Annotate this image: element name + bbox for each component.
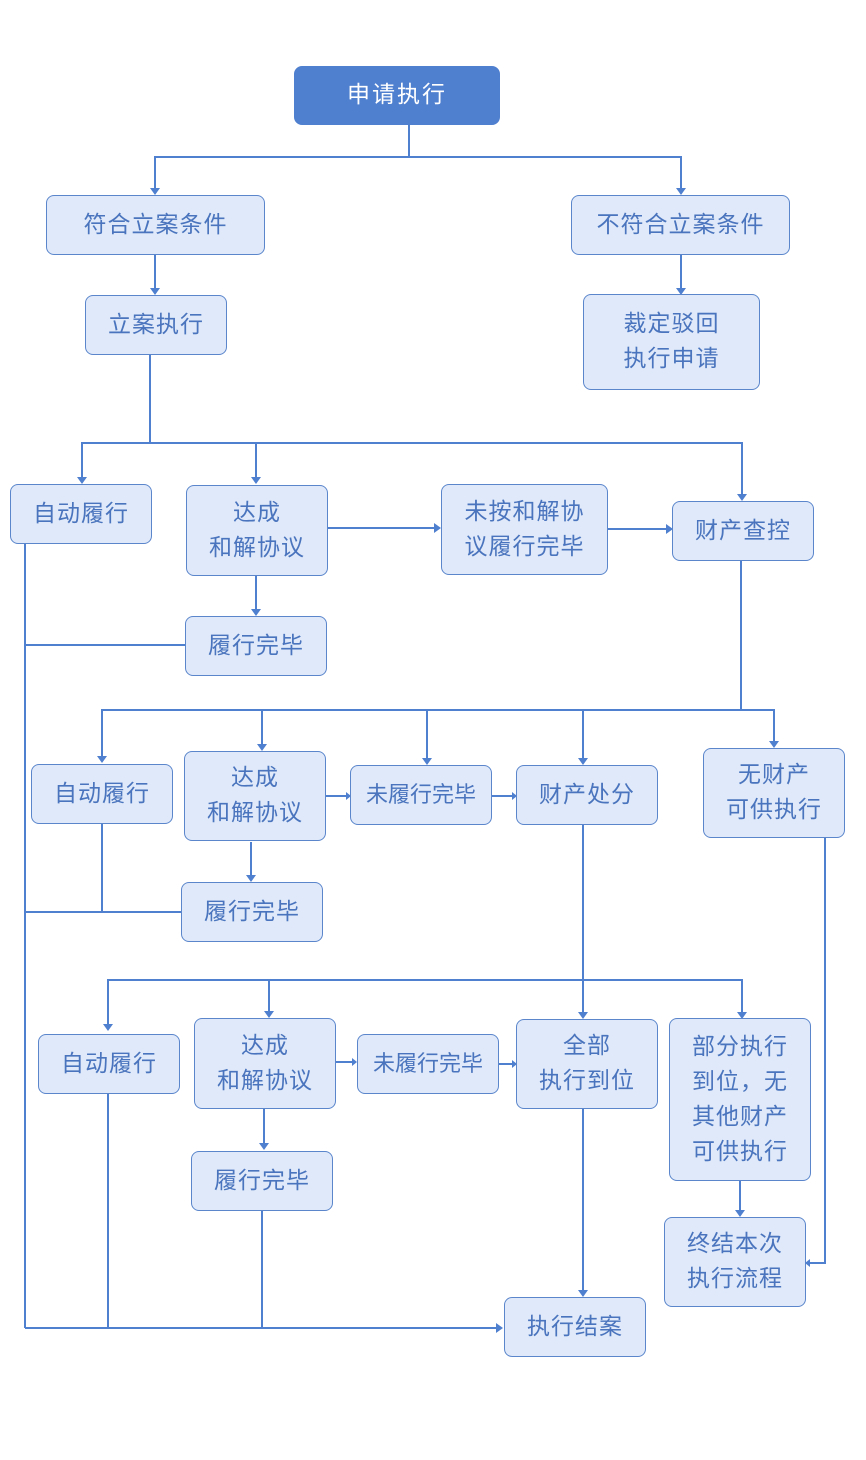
arrow-head [769,741,779,748]
arrow-head [259,1143,269,1150]
arrow-head [150,188,160,195]
arrow-head [352,1058,357,1066]
arrow-head [77,477,87,484]
arrow-head [676,288,686,295]
node-terminate: 终结本次 执行流程 [664,1217,806,1307]
edge-noprop-terminate [810,838,826,1264]
arrow-head [434,523,441,533]
node-settle3: 达成 和解协议 [194,1018,336,1109]
arrow-head [578,1012,588,1019]
edge-file-split [81,354,151,477]
node-auto2: 自动履行 [31,764,173,824]
node-settle2: 达成 和解协议 [184,751,326,841]
arrow-head [422,758,432,765]
node-not-meets: 不符合立案条件 [571,195,790,255]
node-meets: 符合立案条件 [46,195,265,255]
node-file: 立案执行 [85,295,227,355]
arrow-head [737,1012,747,1019]
arrow-head [666,524,673,534]
arrow-head [103,1024,113,1031]
node-unfinished2: 未履行完毕 [350,765,492,825]
arrow-head [676,188,686,195]
arrow-head [578,1290,588,1297]
arrow-head [735,1210,745,1217]
arrow-head [251,609,261,616]
node-done2: 履行完毕 [181,882,323,942]
arrow-head [512,1060,517,1068]
edge-investigate-split [101,560,742,756]
arrow-head [150,288,160,295]
node-full: 全部 执行到位 [516,1019,658,1109]
arrow-head [578,758,588,765]
node-partial: 部分执行 到位，无 其他财产 可供执行 [669,1018,811,1181]
node-unfinished3: 未履行完毕 [357,1034,499,1094]
edge-apply-not-meets [409,156,682,188]
node-no-property: 无财产 可供执行 [703,748,845,838]
arrow-head [805,1259,810,1267]
node-done1: 履行完毕 [185,616,327,676]
arrow-head [257,744,267,751]
arrow-head [251,477,261,484]
edge-dispose-split [107,979,583,1024]
node-breach1: 未按和解协 议履行完毕 [441,484,608,575]
node-reject: 裁定驳回 执行申请 [583,294,760,390]
arrow-head [346,792,351,800]
node-auto3: 自动履行 [38,1034,180,1094]
arrow-head [97,756,107,763]
node-investigate: 财产查控 [672,501,814,561]
node-settle1: 达成 和解协议 [186,485,328,576]
arrow-head [512,792,517,800]
node-apply: 申请执行 [294,66,500,125]
arrow-head [496,1323,503,1333]
arrow-head [246,875,256,882]
node-dispose: 财产处分 [516,765,658,825]
node-done3: 履行完毕 [191,1151,333,1211]
arrow-head [737,494,747,501]
node-auto1: 自动履行 [10,484,152,544]
node-close: 执行结案 [504,1297,646,1357]
edge-apply-split [154,125,410,188]
edge-file-settle1 [150,442,743,494]
edge-investigate-noprop [741,709,775,741]
arrow-head [264,1011,274,1018]
edge-dispose-partial [583,979,743,1012]
